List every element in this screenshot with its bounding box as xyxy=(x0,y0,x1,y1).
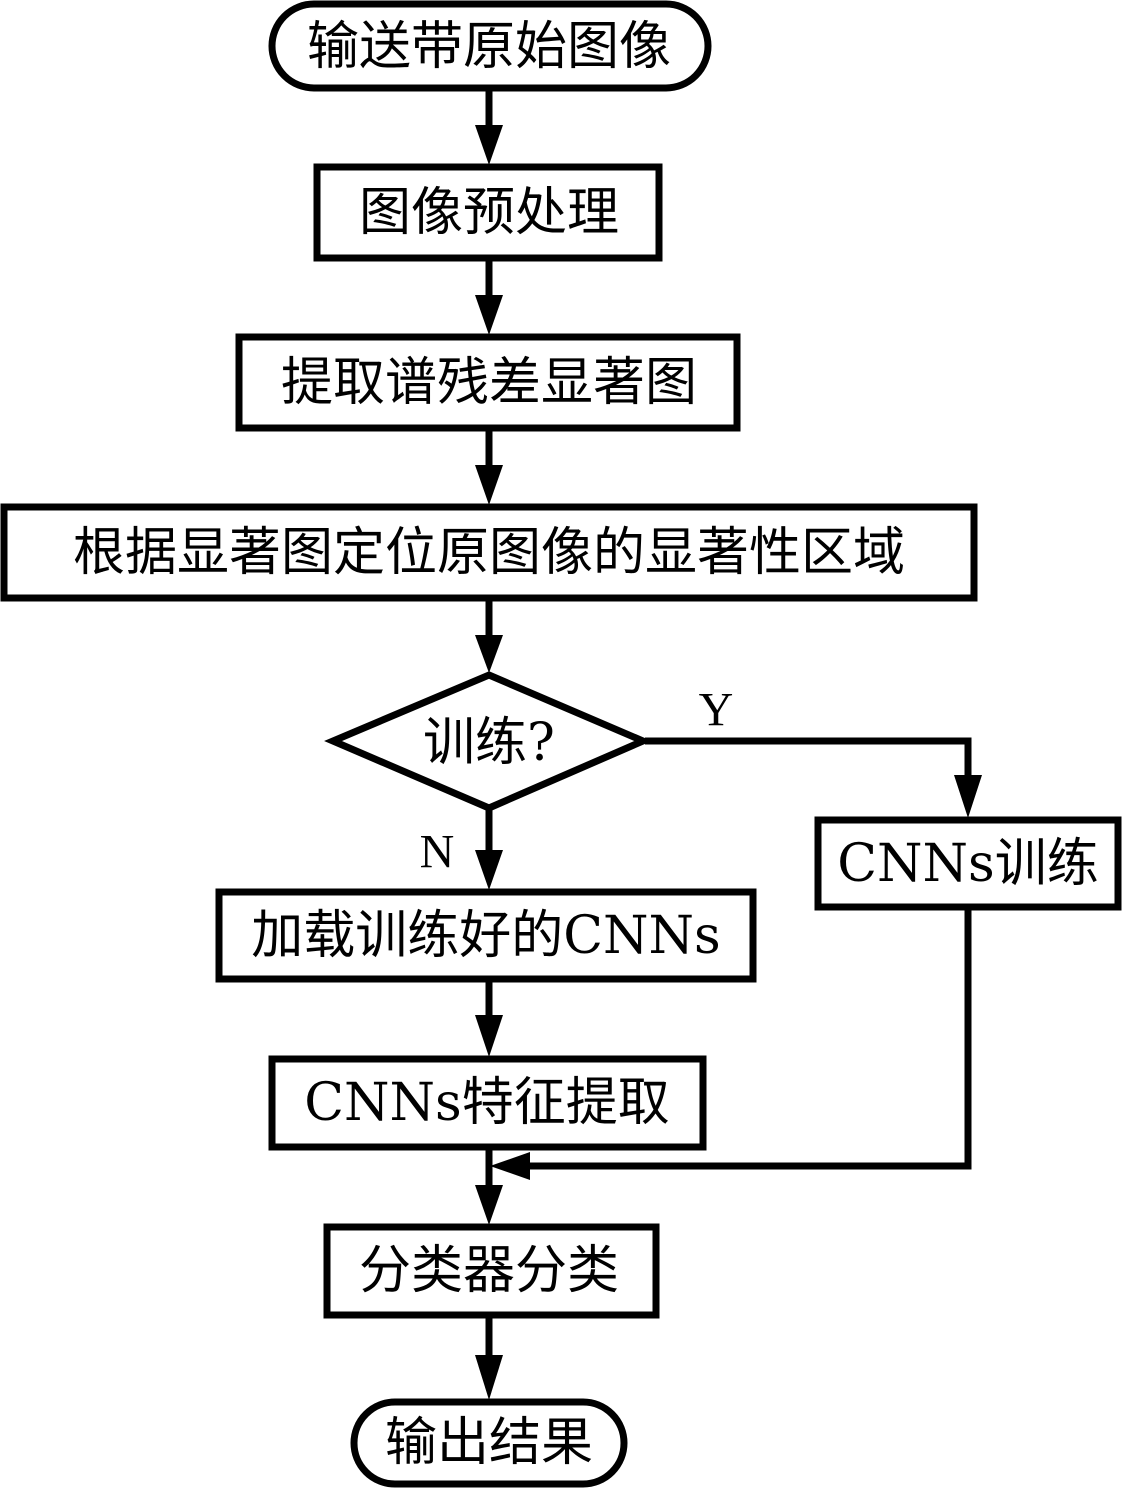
node-start: 输送带原始图像 xyxy=(268,0,712,92)
node-preprocess-label: 图像预处理 xyxy=(359,183,619,243)
branch-yes-label: Y xyxy=(699,684,734,737)
node-saliency: 提取谱残差显著图 xyxy=(235,333,741,432)
node-end-label: 输出结果 xyxy=(385,1413,593,1473)
arrowhead-extract xyxy=(475,1015,503,1057)
node-classify: 分类器分类 xyxy=(323,1223,660,1319)
node-saliency-label: 提取谱残差显著图 xyxy=(281,353,697,413)
node-extract: CNNs特征提取 xyxy=(268,1055,707,1151)
edge-train-merge xyxy=(520,908,972,1170)
node-load-label: 加载训练好的CNNs xyxy=(251,906,720,966)
arrowhead-classify xyxy=(475,1185,503,1225)
arrowhead-end xyxy=(475,1355,503,1400)
node-load: 加载训练好的CNNs xyxy=(215,888,757,983)
node-train: CNNs训练 xyxy=(814,816,1122,911)
arrowhead-preprocess xyxy=(475,125,503,165)
edge-decision-train xyxy=(645,737,972,780)
node-classify-label: 分类器分类 xyxy=(359,1241,619,1301)
node-end: 输出结果 xyxy=(350,1398,628,1488)
node-decision: 训练? xyxy=(324,671,652,812)
arrowhead-train xyxy=(954,775,982,818)
arrowhead-saliency xyxy=(475,295,503,335)
node-preprocess: 图像预处理 xyxy=(313,163,663,262)
node-start-label: 输送带原始图像 xyxy=(307,17,671,77)
node-locate-label: 根据显著图定位原图像的显著性区域 xyxy=(73,523,905,583)
branch-no-label: N xyxy=(420,826,455,879)
arrowhead-locate xyxy=(475,465,503,505)
connectors xyxy=(475,90,982,1400)
arrowhead-merge xyxy=(490,1152,530,1180)
node-train-label: CNNs训练 xyxy=(837,834,1098,894)
arrowhead-load xyxy=(475,850,503,890)
node-locate: 根据显著图定位原图像的显著性区域 xyxy=(0,503,978,602)
arrowhead-decision xyxy=(475,635,503,673)
node-extract-label: CNNs特征提取 xyxy=(304,1073,669,1133)
node-decision-label: 训练? xyxy=(423,713,555,773)
